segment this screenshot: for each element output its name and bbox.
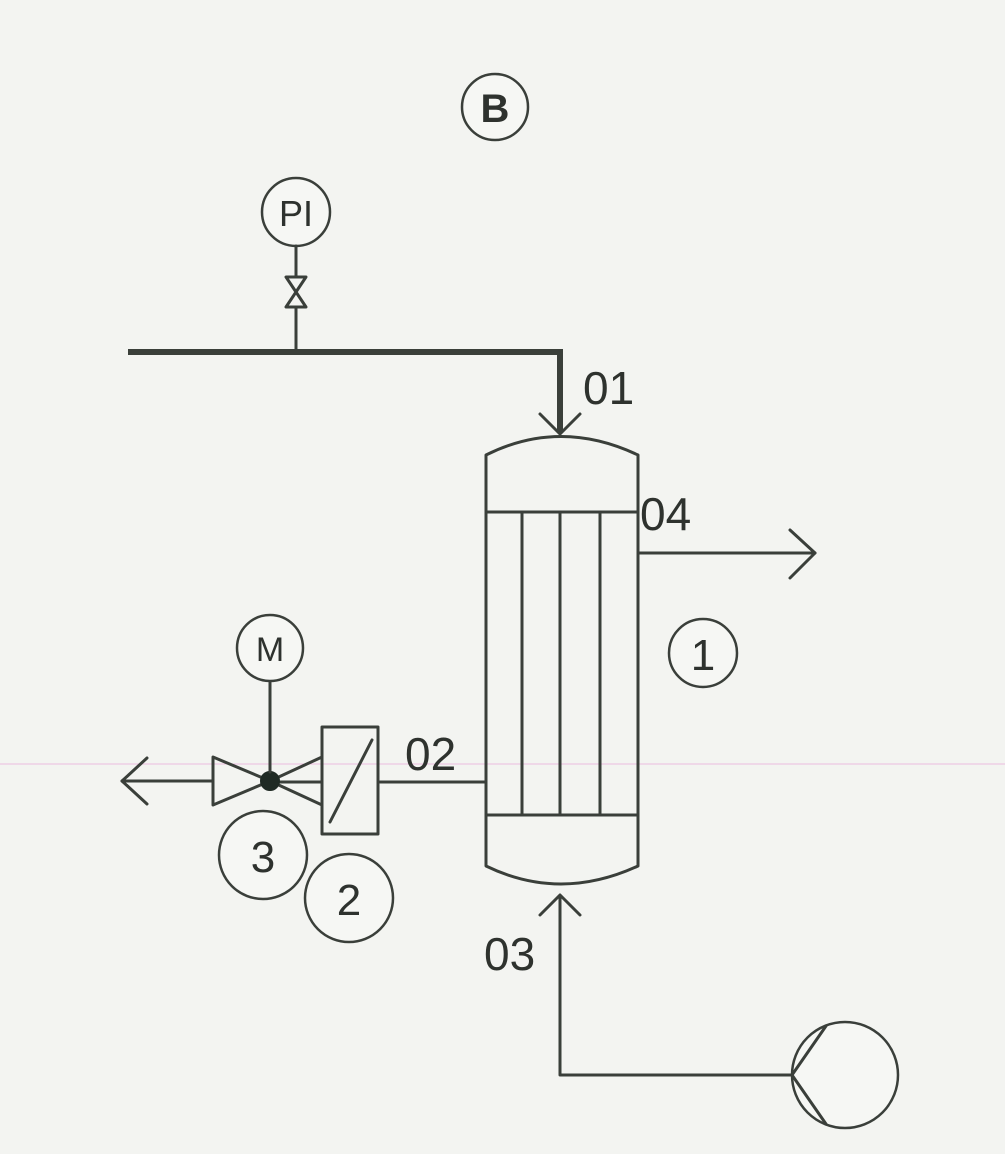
inlet-03-line xyxy=(558,895,794,1077)
panel-label-b: B xyxy=(460,72,530,142)
valve-actuator-node xyxy=(260,771,280,791)
motor: M xyxy=(235,613,305,683)
motor-label: M xyxy=(256,631,284,669)
column-tag-label: 1 xyxy=(691,631,715,680)
pressure-indicator: PI xyxy=(260,176,332,248)
inlet-03-arrowhead xyxy=(538,893,582,917)
nozzle-02-label: 02 xyxy=(405,728,456,780)
nozzle-01-label: 01 xyxy=(583,362,634,414)
pressure-indicator-label: PI xyxy=(279,193,313,234)
filter-tag-label: 2 xyxy=(337,876,361,925)
valve-outlet-arrowhead xyxy=(120,756,149,806)
panel-label-text: B xyxy=(481,87,510,131)
membrane-column xyxy=(484,435,640,886)
pi-isolation-valve xyxy=(284,275,308,309)
outlet-04-arrowhead xyxy=(788,528,817,580)
nozzle-03-label: 03 xyxy=(484,928,535,980)
inlet-line xyxy=(128,349,563,432)
column-tag: 1 xyxy=(667,617,739,689)
motorized-valve xyxy=(211,678,324,807)
nozzle-04-label: 04 xyxy=(640,488,691,540)
valve-tag: 3 xyxy=(217,809,309,901)
filter xyxy=(320,725,380,836)
filter-tag: 2 xyxy=(303,852,395,944)
valve-tag-label: 3 xyxy=(251,833,275,882)
pump xyxy=(790,1020,900,1130)
inlet-arrowhead xyxy=(538,412,582,436)
